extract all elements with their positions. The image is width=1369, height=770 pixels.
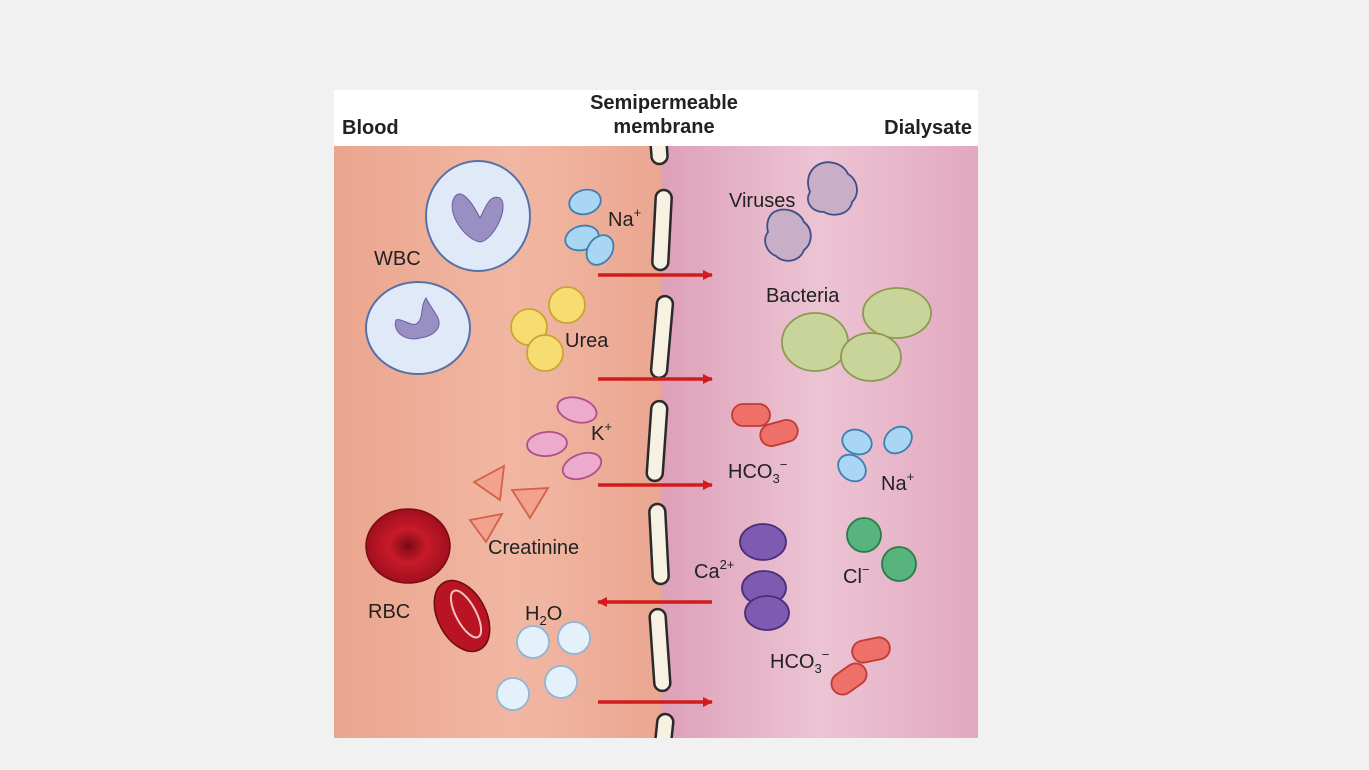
creatinine-molecule bbox=[468, 512, 504, 544]
potassium-label: K+ bbox=[591, 419, 612, 445]
red-blood-cell bbox=[433, 579, 491, 653]
membrane-heading-line2: membrane bbox=[613, 116, 715, 138]
bicarbonate-label-top: HCO3− bbox=[728, 457, 787, 486]
membrane-segment bbox=[648, 502, 670, 586]
sodium-ions-blood bbox=[564, 188, 615, 266]
potassium-ion bbox=[526, 431, 568, 457]
chloride-ion bbox=[846, 517, 882, 553]
diffusion-arrows bbox=[597, 270, 713, 707]
bicarbonate-label-bottom-subscript: 3 bbox=[814, 661, 821, 676]
bicarbonate-label-bottom-text: HCO bbox=[770, 651, 814, 673]
creatinine-molecule bbox=[510, 487, 550, 520]
potassium-label-text: K bbox=[591, 423, 605, 445]
sodium-ion bbox=[568, 188, 602, 216]
sodium-ion bbox=[837, 453, 867, 483]
sodium-ion bbox=[585, 234, 615, 266]
chloride-label-charge: − bbox=[862, 562, 870, 577]
membrane-heading: Semipermeable membrane bbox=[534, 91, 794, 139]
water-label-subscript: 2 bbox=[539, 613, 546, 628]
bicarbonate-ion bbox=[851, 636, 891, 664]
sodium-label-blood: Na+ bbox=[608, 205, 641, 231]
wbc-nucleus bbox=[394, 297, 440, 340]
sodium-ion bbox=[883, 425, 913, 455]
membrane-segment bbox=[648, 607, 672, 693]
dialysate-side-heading: Dialysate bbox=[884, 117, 972, 139]
urea-molecule bbox=[548, 286, 586, 324]
creatinine-molecules bbox=[468, 464, 550, 544]
bacterium bbox=[781, 312, 849, 372]
bacterium bbox=[840, 332, 902, 382]
rbc-highlight bbox=[449, 589, 483, 639]
chloride-label: Cl− bbox=[843, 562, 869, 588]
calcium-ion bbox=[739, 523, 787, 561]
membrane-heading-line1: Semipermeable bbox=[590, 92, 738, 114]
sodium-label-dialysate-charge: + bbox=[907, 469, 915, 484]
water-molecule bbox=[516, 625, 550, 659]
bacteria bbox=[781, 287, 932, 382]
bicarbonate-ion bbox=[759, 419, 799, 447]
bacteria-label: Bacteria bbox=[766, 285, 840, 307]
virus-particle bbox=[764, 208, 812, 262]
bicarbonate-label-top-text: HCO bbox=[728, 461, 772, 483]
hemodialysis-diagram: Blood Semipermeable membrane Dialysate bbox=[334, 90, 978, 738]
bicarbonate-label-bottom: HCO3− bbox=[770, 647, 829, 676]
viruses bbox=[764, 161, 858, 262]
bicarbonate-ion bbox=[731, 403, 771, 427]
dialysate-compartment bbox=[662, 146, 978, 738]
membrane-segment bbox=[645, 399, 669, 483]
bacterium bbox=[862, 287, 932, 339]
calcium-ion bbox=[744, 595, 790, 631]
water-molecule bbox=[557, 621, 591, 655]
bicarbonate-ion bbox=[830, 662, 868, 696]
bicarbonate-label-top-charge: − bbox=[780, 457, 788, 472]
red-blood-cells bbox=[365, 508, 491, 653]
creatinine-molecule bbox=[472, 464, 506, 502]
urea-molecules bbox=[510, 286, 586, 372]
sodium-label-blood-text: Na bbox=[608, 209, 634, 231]
sodium-label-blood-charge: + bbox=[634, 205, 642, 220]
blood-side-heading: Blood bbox=[342, 117, 399, 139]
calcium-label-charge: 2+ bbox=[720, 557, 735, 572]
membrane-segment bbox=[649, 146, 669, 166]
sodium-ion bbox=[841, 428, 873, 456]
urea-label: Urea bbox=[565, 330, 609, 352]
calcium-ions bbox=[739, 523, 790, 631]
water-label-o: O bbox=[547, 603, 563, 625]
bicarbonate-label-top-subscript: 3 bbox=[772, 471, 779, 486]
water-label-h: H bbox=[525, 603, 539, 625]
calcium-label-text: Ca bbox=[694, 561, 720, 583]
creatinine-label: Creatinine bbox=[488, 537, 579, 559]
potassium-ion bbox=[561, 451, 603, 481]
potassium-label-charge: + bbox=[604, 419, 612, 434]
diagram-canvas: WBC Na+ Urea K+ Creatinine RBC H2O Virus… bbox=[334, 146, 978, 738]
virus-particle bbox=[807, 161, 858, 216]
sodium-label-dialysate-text: Na bbox=[881, 473, 907, 495]
potassium-ions bbox=[526, 396, 603, 481]
wbc-cells bbox=[365, 160, 531, 375]
calcium-label: Ca2+ bbox=[694, 557, 734, 583]
sodium-ions-dialysate bbox=[837, 425, 913, 483]
water-label: H2O bbox=[525, 603, 562, 628]
chloride-ions bbox=[846, 517, 917, 582]
water-molecules bbox=[496, 621, 591, 711]
bicarbonate-ions-bottom bbox=[830, 636, 891, 696]
bicarbonate-ions-top bbox=[731, 403, 799, 447]
membrane-segment bbox=[651, 188, 673, 272]
bicarbonate-label-bottom-charge: − bbox=[822, 647, 830, 662]
sodium-label-dialysate: Na+ bbox=[881, 469, 914, 495]
viruses-label: Viruses bbox=[729, 190, 795, 212]
urea-molecule bbox=[526, 334, 564, 372]
membrane-segment bbox=[653, 712, 675, 738]
wbc-label: WBC bbox=[374, 248, 421, 270]
water-molecule bbox=[544, 665, 578, 699]
chloride-label-text: Cl bbox=[843, 566, 862, 588]
potassium-ion bbox=[556, 396, 598, 424]
chloride-ion bbox=[881, 546, 917, 582]
wbc-nucleus bbox=[451, 193, 504, 243]
water-molecule bbox=[496, 677, 530, 711]
red-blood-cell bbox=[365, 508, 451, 584]
rbc-label: RBC bbox=[368, 601, 410, 623]
semipermeable-membrane bbox=[645, 146, 675, 738]
